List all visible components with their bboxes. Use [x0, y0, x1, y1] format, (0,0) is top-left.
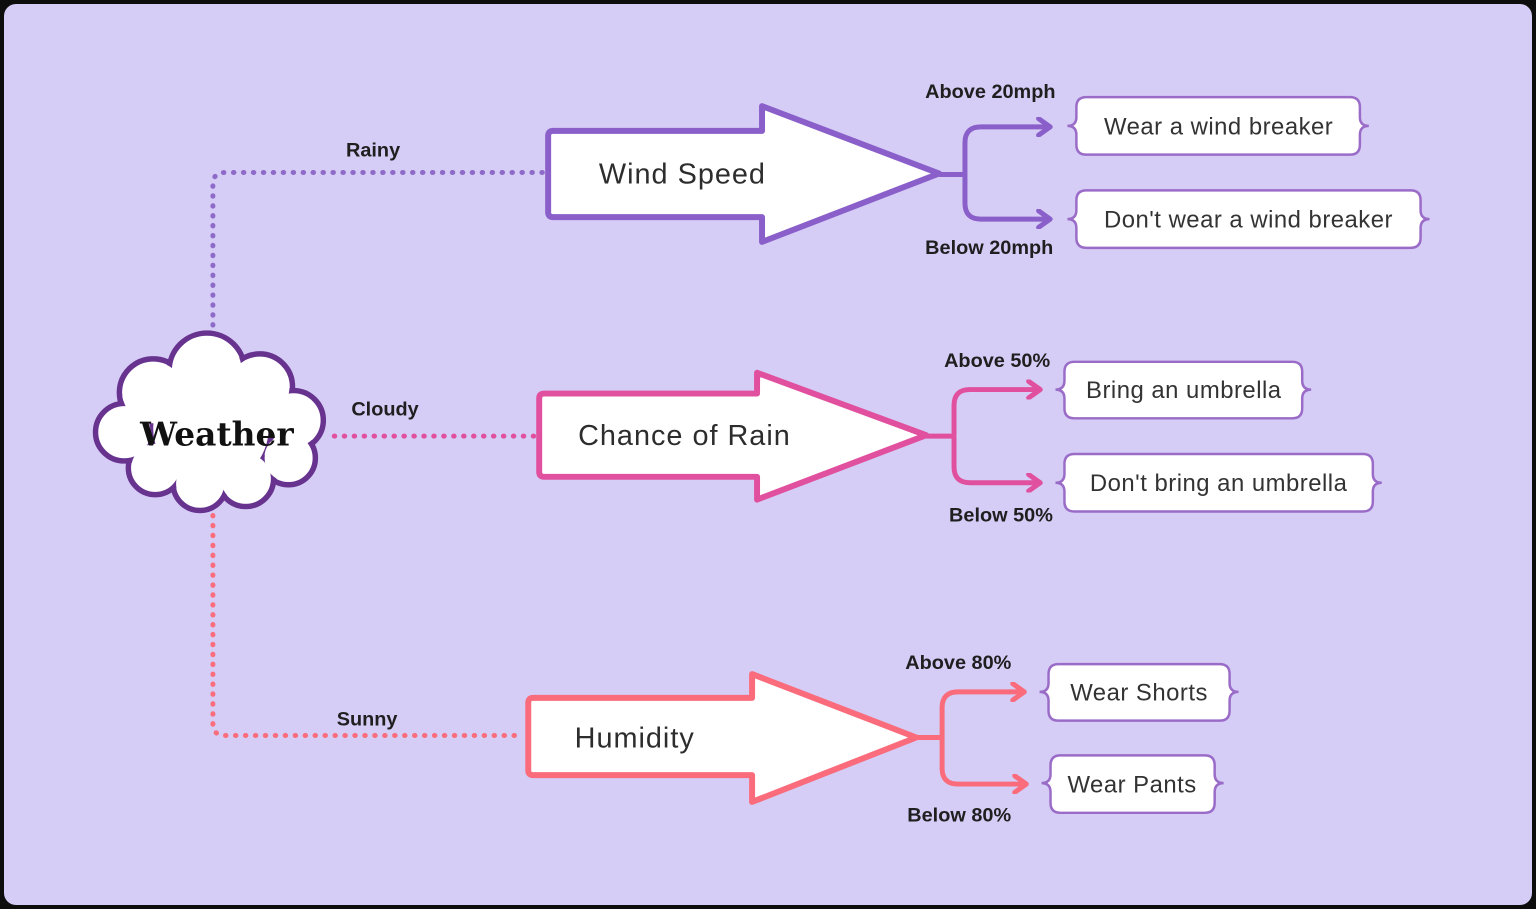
- weather-root-label: Weather: [139, 415, 294, 454]
- sunny-dotted-connector: [210, 503, 526, 738]
- wind-speed-below-line: [962, 174, 1049, 219]
- outcome-node-dont-wear-wind-breaker[interactable]: Don't wear a wind breaker: [1067, 189, 1430, 250]
- branch-label-sunny[interactable]: Sunny: [337, 709, 398, 731]
- humidity-below-line: [939, 737, 1025, 784]
- wear-pants-label: Wear Pants: [1067, 772, 1196, 799]
- wear-shorts-label: Wear Shorts: [1070, 679, 1208, 706]
- chance-of-rain-below-line: [951, 436, 1039, 483]
- root-node-weather[interactable]: Weather: [92, 330, 327, 514]
- threshold-below-80pct[interactable]: Below 80%: [907, 805, 1011, 827]
- wind-speed-above-line: [962, 127, 1049, 175]
- outcome-node-bring-umbrella[interactable]: Bring an umbrella: [1055, 360, 1312, 420]
- humidity-above-line: [939, 692, 1023, 738]
- rainy-dotted-connector: [210, 170, 554, 348]
- humidity-branch-connectors: [916, 692, 1024, 784]
- weather-decision-diagram: Rainy Cloudy Sunny Above 20mph Below 20m…: [92, 81, 1430, 827]
- branch-label-rainy[interactable]: Rainy: [346, 140, 400, 162]
- wear-wind-breaker-label: Wear a wind breaker: [1104, 113, 1333, 140]
- outcome-node-wear-shorts[interactable]: Wear Shorts: [1039, 662, 1239, 722]
- threshold-above-20mph[interactable]: Above 20mph: [925, 81, 1055, 103]
- chance-of-rain-above-line: [951, 390, 1039, 437]
- branch-label-cloudy[interactable]: Cloudy: [351, 398, 418, 420]
- decision-node-chance-of-rain[interactable]: Chance of Rain: [536, 369, 930, 503]
- wind-speed-label: Wind Speed: [599, 159, 766, 191]
- wear-shorts-box-shape[interactable]: [1039, 662, 1239, 722]
- wear-pants-box-shape[interactable]: [1041, 754, 1224, 815]
- threshold-below-20mph[interactable]: Below 20mph: [925, 237, 1053, 259]
- diagram-canvas: Rainy Cloudy Sunny Above 20mph Below 20m…: [4, 4, 1532, 905]
- bring-umbrella-label: Bring an umbrella: [1086, 377, 1282, 404]
- decision-node-wind-speed[interactable]: Wind Speed: [545, 103, 943, 245]
- threshold-above-80pct[interactable]: Above 80%: [905, 652, 1011, 674]
- humidity-label: Humidity: [575, 723, 695, 755]
- wear-wind-breaker-box-shape[interactable]: [1067, 95, 1369, 156]
- dont-wear-wind-breaker-label: Don't wear a wind breaker: [1104, 207, 1393, 234]
- dont-bring-umbrella-box-shape[interactable]: [1055, 452, 1382, 513]
- weather-cloud-fill: [98, 336, 321, 508]
- chance-of-rain-arrow-shape[interactable]: [536, 369, 930, 503]
- wind-speed-branch-connectors: [939, 127, 1048, 219]
- threshold-below-50pct[interactable]: Below 50%: [949, 504, 1053, 526]
- outcome-node-dont-bring-umbrella[interactable]: Don't bring an umbrella: [1055, 452, 1382, 513]
- chance-of-rain-branch-connectors: [926, 390, 1038, 483]
- chance-of-rain-label: Chance of Rain: [578, 420, 791, 452]
- decision-node-humidity[interactable]: Humidity: [525, 671, 920, 805]
- dont-bring-umbrella-label: Don't bring an umbrella: [1090, 470, 1348, 497]
- outcome-node-wear-wind-breaker[interactable]: Wear a wind breaker: [1067, 95, 1369, 156]
- wind-speed-arrow-shape[interactable]: [545, 103, 943, 245]
- outcome-node-wear-pants[interactable]: Wear Pants: [1041, 754, 1224, 815]
- threshold-above-50pct[interactable]: Above 50%: [944, 350, 1050, 372]
- dont-wear-wind-breaker-box-shape[interactable]: [1067, 189, 1430, 250]
- bring-umbrella-box-shape[interactable]: [1055, 360, 1312, 420]
- humidity-arrow-shape[interactable]: [525, 671, 920, 805]
